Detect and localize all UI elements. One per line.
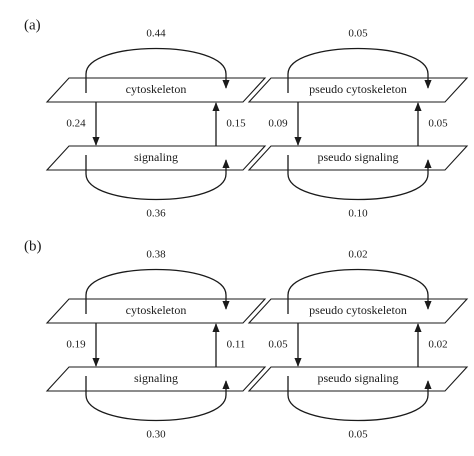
upper-label-backdrop: [306, 303, 410, 318]
lower-layer-label: pseudo signaling: [318, 371, 399, 385]
upper-self-loop-arrow: [287, 268, 432, 314]
panel-b: (b) cytoskeleton signaling 0.38 0.30 0.19 0.11…: [24, 238, 469, 441]
up-arrow-weight: 0.05: [428, 118, 448, 130]
panel-tag: (a): [24, 17, 41, 33]
lower-layer-label: signaling: [134, 150, 178, 164]
lower-label-backdrop: [306, 371, 410, 386]
lower-self-loop-weight: 0.30: [146, 429, 166, 441]
panel-tag: (b): [24, 238, 42, 254]
upper-self-loop-weight: 0.05: [348, 28, 368, 40]
lower-label-backdrop: [104, 150, 208, 165]
layer-diagram-left: cytoskeleton signaling 0.38 0.30 0.19 0.11: [45, 249, 267, 441]
lower-self-loop-arrow: [287, 376, 432, 422]
lower-self-loop-arrow: [85, 155, 230, 201]
down-arrow-weight: 0.09: [268, 118, 288, 130]
upper-self-loop-arrow: [85, 268, 230, 314]
upper-self-loop-arrow: [287, 47, 432, 93]
lower-label-backdrop: [306, 150, 410, 165]
up-arrow-weight: 0.02: [428, 339, 447, 351]
lower-layer-label: pseudo signaling: [318, 150, 399, 164]
layer-diagram-right: pseudo cytoskeleton pseudo signaling 0.05 0…: [247, 28, 469, 220]
layer-diagram-left: cytoskeleton signaling 0.44 0.36 0.24 0.15: [45, 28, 267, 220]
panel-a: (a) cytoskeleton signaling 0.44 0.36 0.24 0.15…: [24, 17, 469, 220]
lower-self-loop-weight: 0.10: [348, 208, 368, 220]
upper-label-backdrop: [306, 82, 410, 97]
lower-self-loop-weight: 0.05: [348, 429, 368, 441]
upper-label-backdrop: [104, 82, 208, 97]
upper-layer-label: cytoskeleton: [126, 303, 187, 317]
up-arrow-weight: 0.11: [227, 339, 246, 351]
down-arrow-weight: 0.24: [66, 118, 86, 130]
lower-self-loop-weight: 0.36: [146, 208, 166, 220]
lower-self-loop-arrow: [85, 376, 230, 422]
upper-self-loop-weight: 0.44: [146, 28, 166, 40]
upper-layer-label: pseudo cytoskeleton: [309, 82, 407, 96]
down-arrow-weight: 0.05: [268, 339, 288, 351]
layer-diagram-right: pseudo cytoskeleton pseudo signaling 0.02 0…: [247, 249, 469, 441]
up-arrow-weight: 0.15: [226, 118, 246, 130]
upper-self-loop-weight: 0.38: [146, 249, 166, 261]
upper-label-backdrop: [104, 303, 208, 318]
upper-self-loop-weight: 0.02: [348, 249, 367, 261]
lower-layer-label: signaling: [134, 371, 178, 385]
down-arrow-weight: 0.19: [66, 339, 86, 351]
lower-self-loop-arrow: [287, 155, 432, 201]
upper-self-loop-arrow: [85, 47, 230, 93]
lower-label-backdrop: [104, 371, 208, 386]
upper-layer-label: pseudo cytoskeleton: [309, 303, 407, 317]
upper-layer-label: cytoskeleton: [126, 82, 187, 96]
